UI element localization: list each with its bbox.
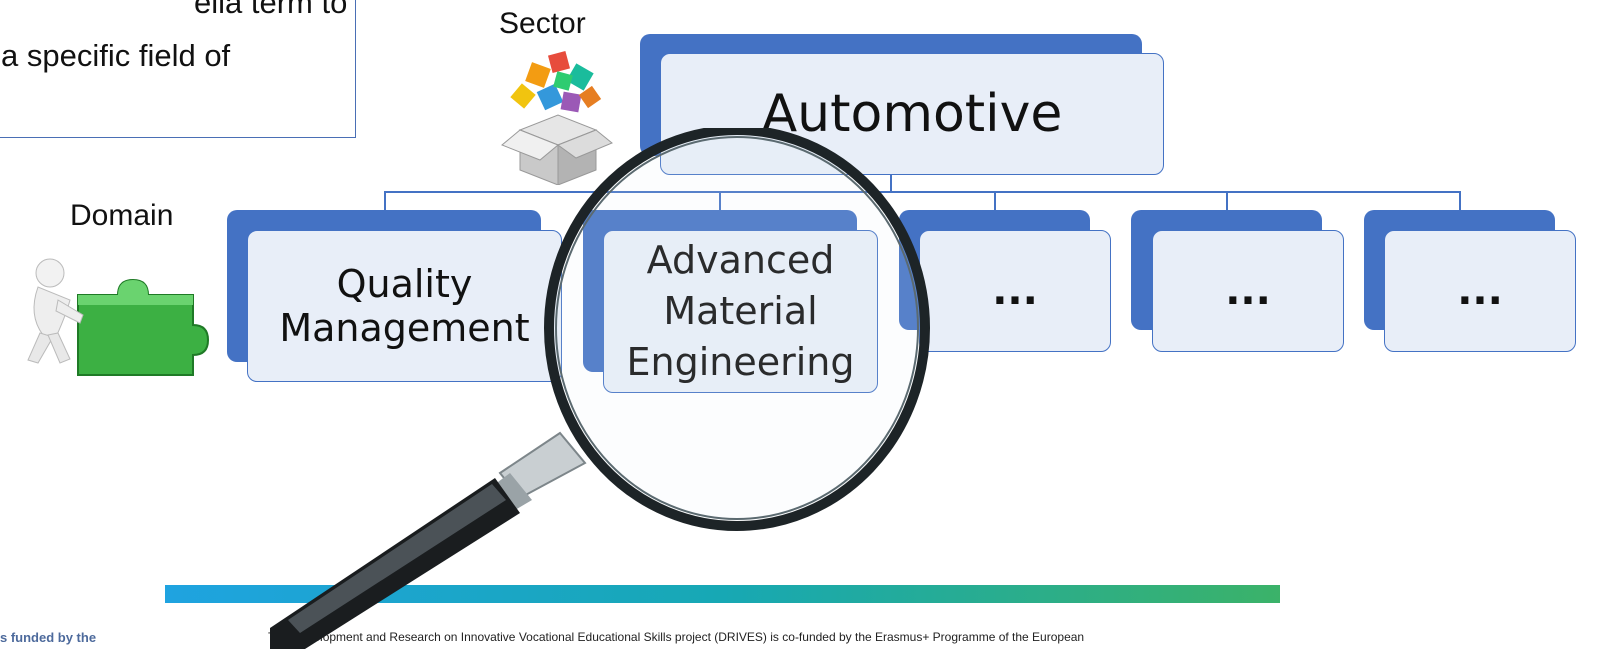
- child-label-5: ...: [1457, 268, 1503, 314]
- child-box-2: Advanced Material Engineering: [603, 230, 878, 393]
- footer-gradient-bar: [165, 585, 1280, 603]
- connector-child-1: [384, 191, 386, 211]
- child-label-1: Quality Management: [279, 262, 530, 350]
- child-box-5: ...: [1384, 230, 1576, 352]
- child-box-1: Quality Management: [247, 230, 562, 382]
- connector-child-3: [994, 191, 996, 211]
- definition-line-2: a specific field of: [1, 38, 231, 73]
- domain-label: Domain: [70, 199, 174, 232]
- definition-box: ella term to a specific field of: [0, 0, 356, 138]
- child-label-4: ...: [1225, 268, 1271, 314]
- child-label-3: ...: [992, 268, 1038, 314]
- connector-child-2: [719, 191, 721, 211]
- child-box-3: ...: [919, 230, 1111, 352]
- connector-child-4: [1226, 191, 1228, 211]
- connector-horizontal: [384, 191, 1460, 193]
- puzzle-figure-icon: [8, 245, 218, 385]
- child-label-2: Advanced Material Engineering: [626, 238, 855, 384]
- sector-label: Sector: [499, 7, 586, 40]
- puzzle-box-icon: [500, 45, 615, 186]
- child-box-4: ...: [1152, 230, 1344, 352]
- footer-left-text: s funded by the: [0, 630, 97, 645]
- footer-disclaimer: The Development and Research on Innovati…: [268, 630, 1085, 644]
- root-label: Automotive: [761, 84, 1063, 144]
- definition-line-1: ella term to: [194, 0, 348, 20]
- root-box: Automotive: [660, 53, 1164, 175]
- connector-child-5: [1459, 191, 1461, 211]
